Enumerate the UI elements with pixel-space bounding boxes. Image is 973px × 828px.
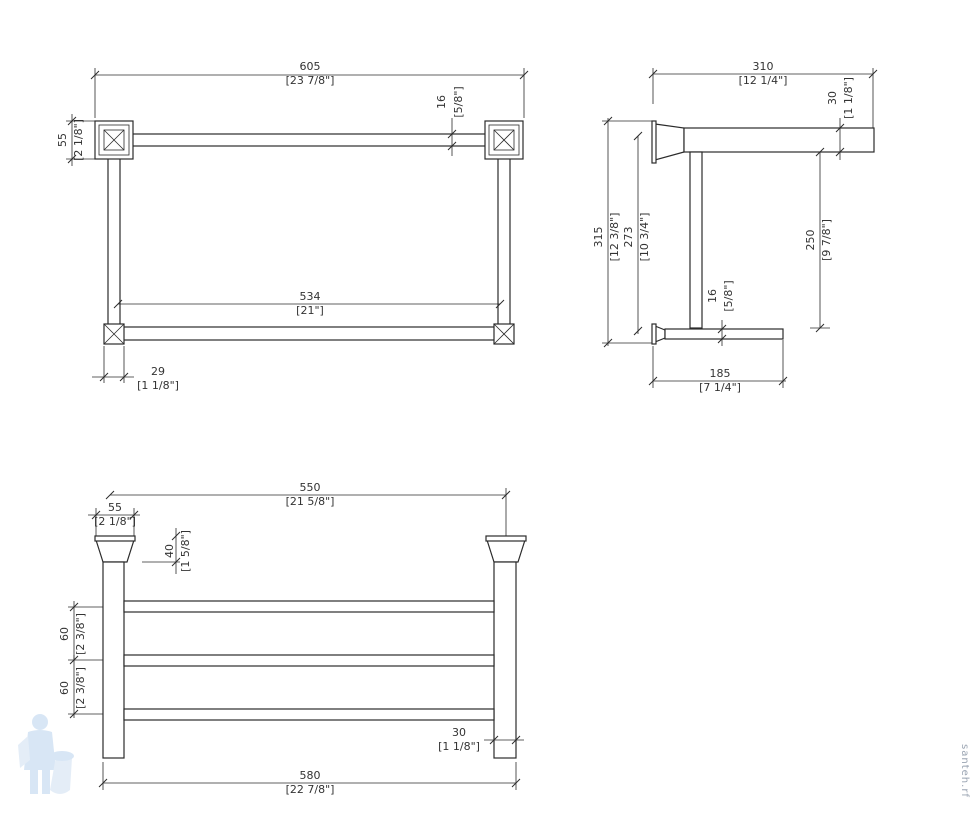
dim-534-in: [21"] [296, 304, 324, 317]
dim-55-front-mm: 55 [108, 501, 122, 514]
dim-273-mm: 273 [622, 227, 635, 248]
front-bar-top [123, 600, 495, 613]
dim-55-in: [2 1/8"] [72, 119, 85, 161]
dim-60-lower-mm: 60 [58, 681, 71, 695]
dim-30-in: [1 1/8"] [842, 77, 855, 119]
dim-55-mm: 55 [56, 133, 69, 147]
dim-side-projection: 310 [12 1/4"] [648, 60, 878, 104]
vertical-post [689, 151, 703, 329]
dim-front-spacing-lower: 60 [2 3/8"] [58, 655, 103, 719]
dim-front-post-width: 550 [21 5/8"] [105, 481, 511, 536]
dim-side-inner-height: 273 [10 3/4"] [622, 131, 651, 336]
dim-16-lower-mm: 16 [706, 289, 719, 303]
right-cup-flange [486, 539, 526, 563]
dim-605-in: [23 7/8"] [286, 74, 335, 87]
dim-side-overall-height: 315 [12 3/8"] [592, 116, 652, 348]
dim-60-upper-in: [2 3/8"] [74, 613, 87, 655]
left-front-post [102, 561, 125, 759]
dim-273-in: [10 3/4"] [638, 213, 651, 262]
dim-front-post-diameter: 30 [1 1/8"] [438, 726, 524, 753]
dim-315-in: [12 3/8"] [608, 213, 621, 262]
dim-side-lower-bar: 16 [5/8"] [706, 280, 735, 346]
dim-top-flange-size: 55 [2 1/8"] [56, 114, 95, 166]
flange-bottom-left [103, 323, 125, 345]
dim-550-in: [21 5/8"] [286, 495, 335, 508]
dim-550-mm: 550 [300, 481, 321, 494]
dim-front-overall-width: 580 [22 7/8"] [98, 762, 521, 796]
bottom-rail [119, 326, 497, 341]
dim-16-mm: 16 [435, 95, 448, 109]
dim-534-mm: 534 [300, 290, 321, 303]
dim-310-in: [12 1/4"] [739, 74, 788, 87]
upper-flange [654, 123, 685, 161]
dim-40-mm: 40 [163, 544, 176, 558]
lower-arm [664, 328, 784, 340]
dim-front-spacing-upper: 60 [2 3/8"] [58, 601, 103, 665]
dim-250-in: [9 7/8"] [820, 219, 833, 261]
side-view: 310 [12 1/4"] 30 [1 1/8"] 315 [12 3/8"] [592, 60, 878, 394]
dim-580-in: [22 7/8"] [286, 783, 335, 796]
top-rail [117, 133, 491, 147]
dim-front-flange-height: 40 [1 5/8"] [142, 528, 192, 574]
dim-60-upper-mm: 60 [58, 627, 71, 641]
flange-top-right [484, 120, 524, 160]
dim-30-front-in: [1 1/8"] [438, 740, 480, 753]
flange-top-left [94, 120, 134, 160]
flange-bottom-right [493, 323, 515, 345]
front-bar-middle [123, 654, 495, 667]
left-cup-flange [95, 539, 135, 563]
dim-580-mm: 580 [300, 769, 321, 782]
dim-29-in: [1 1/8"] [137, 379, 179, 392]
watermark: santeh.rf [959, 744, 970, 798]
dim-30-front-mm: 30 [452, 726, 466, 739]
dim-185-in: [7 1/4"] [699, 381, 741, 394]
dim-250-mm: 250 [804, 230, 817, 251]
dim-185-mm: 185 [710, 367, 731, 380]
dim-40-in: [1 5/8"] [179, 530, 192, 572]
watermark-text: santeh.rf [959, 744, 970, 798]
dim-top-bar-diameter: 16 [5/8"] [435, 86, 465, 156]
right-front-post [493, 561, 517, 759]
dim-16-lower-in: [5/8"] [722, 280, 735, 311]
dim-310-mm: 310 [753, 60, 774, 73]
dim-60-lower-in: [2 3/8"] [74, 667, 87, 709]
dim-16-in: [5/8"] [452, 86, 465, 117]
dim-55-front-in: [2 1/8"] [94, 515, 136, 528]
dim-front-flange: 55 [2 1/8"] [88, 501, 140, 536]
plumber-logo-icon [18, 714, 74, 794]
dim-side-bar-spacing: 250 [9 7/8"] [804, 147, 833, 333]
dim-29-mm: 29 [151, 365, 165, 378]
dim-side-lower-projection: 185 [7 1/4"] [648, 340, 788, 394]
dim-315-mm: 315 [592, 227, 605, 248]
dim-30-mm: 30 [826, 91, 839, 105]
dim-top-post-size: 29 [1 1/8"] [92, 346, 179, 392]
upper-arm [683, 127, 875, 153]
dim-605-mm: 605 [300, 60, 321, 73]
dim-side-end-diameter: 30 [1 1/8"] [826, 68, 874, 160]
front-bar-bottom [123, 708, 495, 721]
dim-top-overall-width: 605 [23 7/8"] [90, 60, 529, 118]
front-view: 550 [21 5/8"] 55 [2 1/8"] 40 [1 5/8"] [58, 481, 527, 796]
top-view: 605 [23 7/8"] 16 [5/8"] 55 [2 1/8"] 534 [56, 60, 529, 392]
dim-top-inner-width: 534 [21"] [113, 290, 505, 317]
